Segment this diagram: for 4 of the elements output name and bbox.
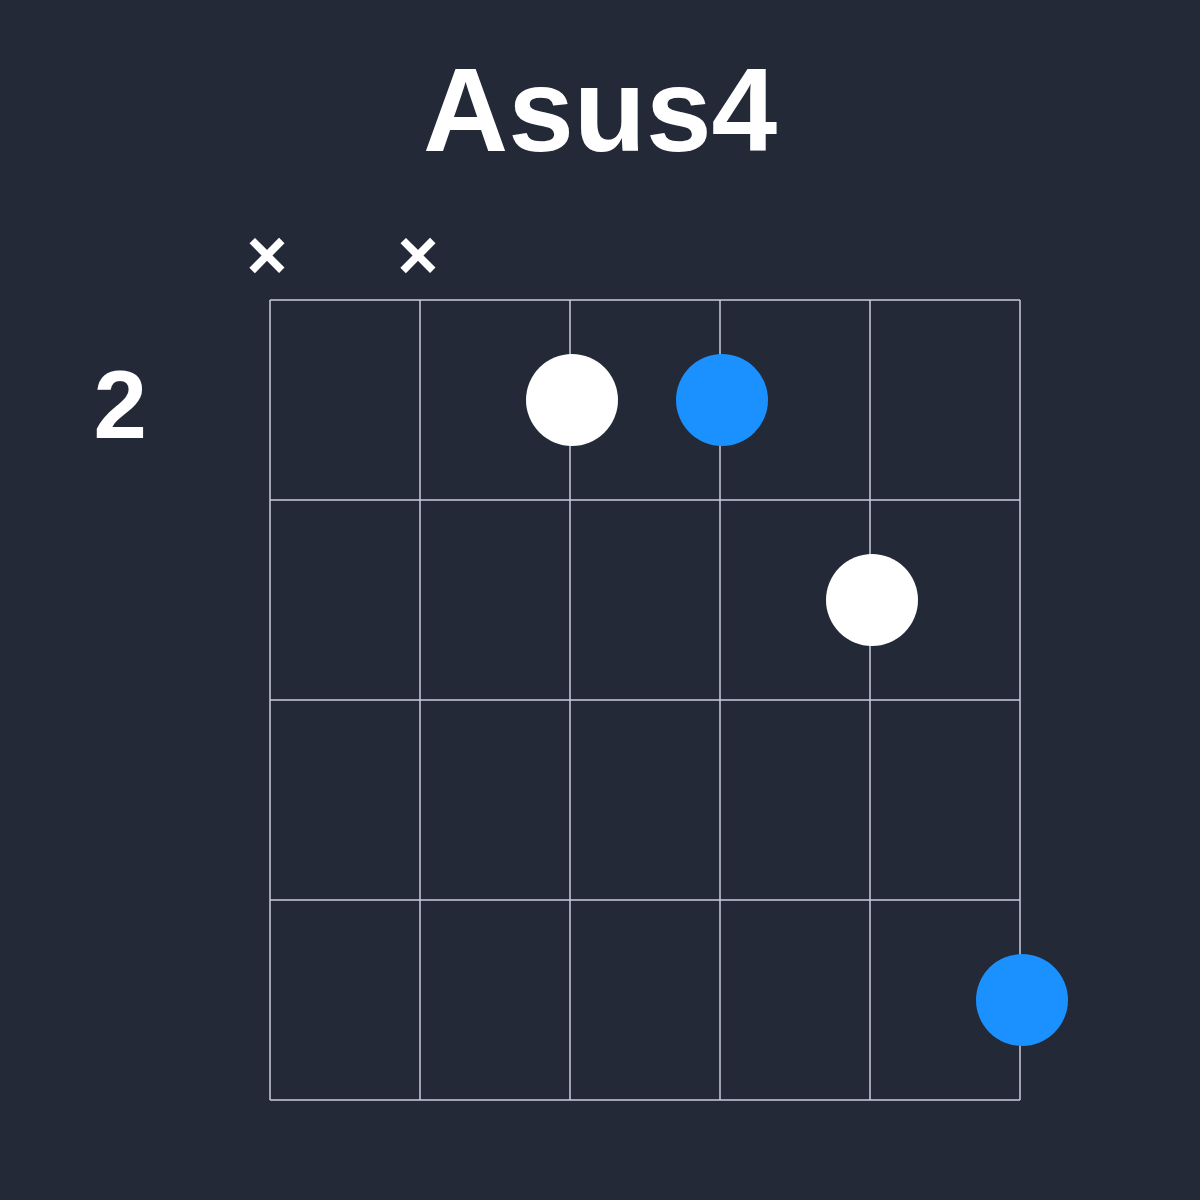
chord-title: Asus4 [423,51,778,169]
fret-number: 2 [93,357,147,453]
muted-string-mark: × [397,220,439,290]
muted-string-mark: × [246,220,288,290]
